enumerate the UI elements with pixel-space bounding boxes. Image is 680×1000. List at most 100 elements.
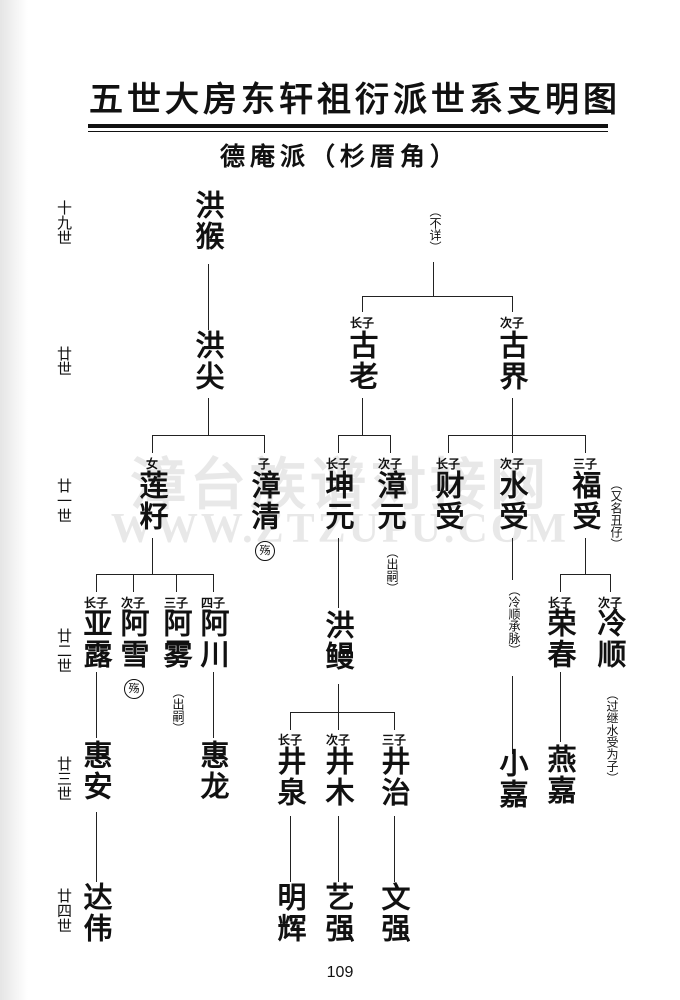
rank-yalu: 长子 bbox=[83, 596, 108, 610]
drop-kunyuan bbox=[338, 435, 340, 453]
branch-gulao-children bbox=[338, 435, 390, 437]
line-honghou-hongjian bbox=[208, 264, 210, 330]
drop-awu bbox=[176, 574, 178, 592]
person-zhangyuan: 漳元 bbox=[373, 470, 407, 532]
mark-zhangqing-died-young: 殇 bbox=[255, 541, 275, 561]
line-kunyuan-hongman bbox=[338, 538, 340, 608]
drop-lianzi bbox=[152, 435, 154, 453]
drop-zhangqing bbox=[264, 435, 266, 453]
title-rule-thin bbox=[88, 131, 608, 132]
line-jingzhi-wenqiang bbox=[394, 816, 396, 882]
person-hongjian: 洪尖 bbox=[191, 330, 225, 392]
person-caishou: 财受 bbox=[431, 470, 465, 532]
drop-jingzhi bbox=[394, 712, 396, 730]
rank-jingquan: 长子 bbox=[277, 733, 302, 747]
generation-label-20: 廿世 bbox=[55, 346, 73, 376]
person-yanjia: 燕嘉 bbox=[543, 744, 577, 806]
person-gujie: 古界 bbox=[495, 330, 529, 392]
rank-lengshun: 次子 bbox=[597, 596, 622, 610]
branch-fushou-children bbox=[560, 574, 610, 576]
generation-label-23: 廿三世 bbox=[55, 756, 73, 801]
person-jingquan: 井泉 bbox=[273, 746, 307, 808]
line-fushou-down bbox=[585, 538, 587, 574]
person-huian: 惠安 bbox=[79, 740, 113, 802]
rank-gujie: 次子 bbox=[499, 316, 524, 330]
drop-achuan bbox=[213, 574, 215, 592]
note-awu: （出嗣） bbox=[171, 686, 185, 734]
note-shuishou: （冷顺承脉） bbox=[507, 584, 521, 656]
line-gujie-down bbox=[512, 398, 514, 435]
person-minghui: 明辉 bbox=[273, 882, 307, 944]
generation-label-24: 廿四世 bbox=[55, 888, 73, 933]
line-jingmu-yiqiang bbox=[338, 816, 340, 882]
page-edge-shadow bbox=[0, 0, 28, 1000]
person-xiaojia: 小嘉 bbox=[495, 748, 529, 810]
rank-awu: 三子 bbox=[163, 596, 188, 610]
line-unknown-down bbox=[433, 262, 435, 296]
page-number: 109 bbox=[326, 964, 354, 981]
person-honghou: 洪猴 bbox=[191, 190, 225, 252]
branch-lianzi-children bbox=[96, 574, 213, 576]
rank-zhangyuan: 次子 bbox=[377, 457, 402, 471]
person-jingmu: 井木 bbox=[321, 746, 355, 808]
branch-gujie-children bbox=[448, 435, 585, 437]
drop-gujie bbox=[512, 296, 514, 312]
drop-rongchun bbox=[560, 574, 562, 592]
mark-axue-died-young: 殇 bbox=[124, 679, 144, 699]
page-subtitle: 德庵派（杉厝角） bbox=[219, 142, 460, 171]
rank-achuan: 四子 bbox=[200, 596, 225, 610]
line-huian-dawei bbox=[96, 812, 98, 882]
branch-gen20-right bbox=[362, 296, 512, 298]
drop-jingmu bbox=[338, 712, 340, 730]
person-zhangqing: 漳清 bbox=[247, 470, 281, 532]
rank-kunyuan: 长子 bbox=[325, 457, 350, 471]
line-gulao-down bbox=[362, 398, 364, 435]
person-yalu: 亚露 bbox=[79, 608, 113, 670]
line-jingquan-minghui bbox=[290, 816, 292, 882]
drop-axue bbox=[133, 574, 135, 592]
person-shuishou: 水受 bbox=[495, 470, 529, 532]
rank-rongchun: 长子 bbox=[547, 596, 572, 610]
line-hongjian-down bbox=[208, 398, 210, 435]
line-lianzi-down bbox=[152, 538, 154, 574]
line-shuishou-upper bbox=[512, 538, 514, 580]
drop-gulao bbox=[362, 296, 364, 312]
person-awu: 阿雾 bbox=[159, 608, 193, 670]
line-rongchun-yanjia bbox=[560, 672, 562, 742]
drop-lengshun bbox=[610, 574, 612, 592]
note-zhangyuan: （出嗣） bbox=[385, 546, 399, 594]
page-title: 五世大房东轩祖衍派世系支明图 bbox=[89, 80, 621, 120]
person-wenqiang: 文强 bbox=[377, 882, 411, 944]
drop-shuishou bbox=[512, 435, 514, 453]
person-huilong: 惠龙 bbox=[196, 740, 230, 802]
rank-caishou: 长子 bbox=[435, 457, 460, 471]
rank-jingzhi: 三子 bbox=[381, 733, 406, 747]
person-dawei: 达伟 bbox=[79, 882, 113, 944]
note-fushou: （又名丑仔） bbox=[609, 478, 623, 550]
drop-fushou bbox=[585, 435, 587, 453]
person-achuan: 阿川 bbox=[196, 608, 230, 670]
generation-label-22: 廿二世 bbox=[55, 628, 73, 673]
person-rongchun: 荣春 bbox=[543, 608, 577, 670]
generation-label-21: 廿一世 bbox=[55, 478, 73, 523]
drop-jingquan bbox=[290, 712, 292, 730]
generation-label-19: 十九世 bbox=[55, 200, 73, 245]
rank-axue: 次子 bbox=[120, 596, 145, 610]
drop-yalu bbox=[96, 574, 98, 592]
drop-caishou bbox=[448, 435, 450, 453]
line-hongman-down bbox=[338, 684, 340, 712]
person-lianzi: 莲籽 bbox=[135, 470, 169, 532]
person-hongman: 洪鳗 bbox=[321, 610, 355, 672]
person-lengshun: 冷顺 bbox=[593, 608, 627, 670]
person-fushou: 福受 bbox=[568, 470, 602, 532]
line-shuishou-xiaojia bbox=[512, 676, 514, 754]
person-axue: 阿雪 bbox=[116, 608, 150, 670]
title-rule-thick bbox=[88, 124, 608, 128]
rank-fushou: 三子 bbox=[572, 457, 597, 471]
person-gulao: 古老 bbox=[345, 330, 379, 392]
note-unknown: （不详） bbox=[428, 205, 442, 253]
rank-gulao: 长子 bbox=[349, 316, 374, 330]
branch-hongman-children bbox=[290, 712, 394, 714]
person-jingzhi: 井治 bbox=[377, 746, 411, 808]
person-kunyuan: 坤元 bbox=[321, 470, 355, 532]
